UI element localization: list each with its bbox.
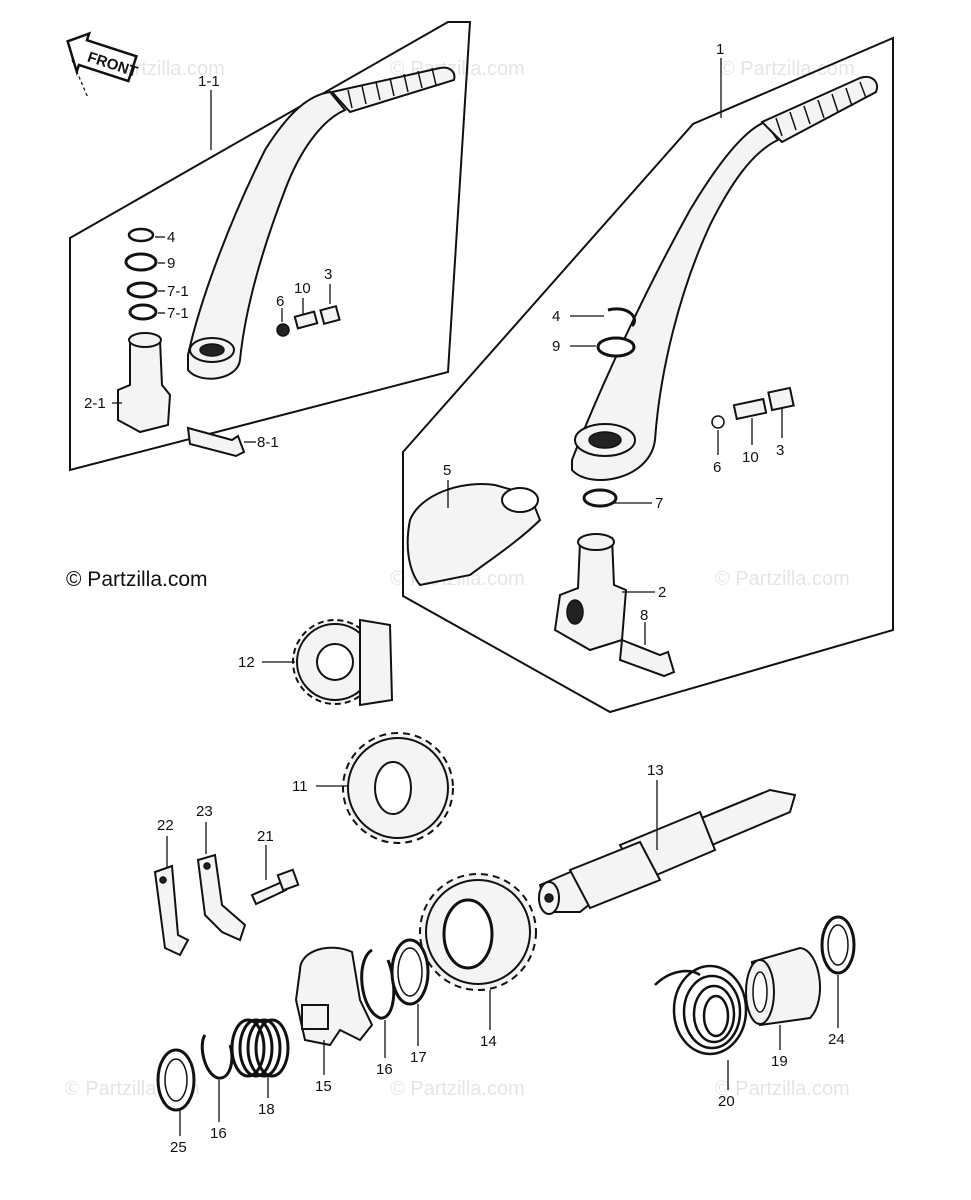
callout-label: 2-1 bbox=[84, 395, 106, 412]
callout-label: 7-1 bbox=[167, 283, 189, 300]
callout-label: 2 bbox=[658, 584, 666, 601]
callout-label: 25 bbox=[170, 1139, 187, 1156]
callout-label: 16 bbox=[210, 1125, 227, 1142]
callout-label: 16 bbox=[376, 1061, 393, 1078]
leader-lines bbox=[112, 58, 839, 1136]
watermark: © Partzilla.com bbox=[715, 568, 850, 590]
callout-label: 6 bbox=[713, 459, 721, 476]
ratchet-15 bbox=[294, 946, 374, 1047]
washer-25 bbox=[156, 1048, 196, 1112]
spring-20 bbox=[654, 964, 748, 1056]
copyright-text: © Partzilla.com bbox=[66, 568, 208, 591]
callout-label: 3 bbox=[324, 266, 332, 283]
callout-label: 7 bbox=[655, 495, 663, 512]
washer-24 bbox=[820, 915, 856, 975]
callout-label: 5 bbox=[443, 462, 451, 479]
spring-18 bbox=[230, 1018, 290, 1078]
kit-frame-right bbox=[402, 36, 894, 714]
callout-label: 10 bbox=[742, 449, 759, 466]
gear-14 bbox=[419, 873, 537, 991]
callout-label: 4 bbox=[552, 308, 560, 325]
callout-labels: 1-1 4 9 7-1 7-1 2-1 8-1 6 10 3 1 4 9 6 1… bbox=[84, 41, 845, 1156]
left-small-parts bbox=[117, 227, 341, 458]
watermark: © Partzilla.com bbox=[390, 1078, 525, 1100]
callout-label: 6 bbox=[276, 293, 284, 310]
callout-label: 24 bbox=[828, 1031, 845, 1048]
kick-pedal-left bbox=[187, 66, 456, 380]
callout-label: 11 bbox=[292, 778, 308, 795]
right-small-parts bbox=[406, 307, 795, 678]
callout-label: 3 bbox=[776, 442, 784, 459]
callout-label: 1 bbox=[716, 41, 724, 58]
callout-label: 10 bbox=[294, 280, 311, 297]
gear-12 bbox=[292, 618, 394, 707]
callout-label: 23 bbox=[196, 803, 213, 820]
callout-label: 21 bbox=[257, 828, 274, 845]
callout-label: 4 bbox=[167, 229, 175, 246]
callout-label: 22 bbox=[157, 817, 174, 834]
callout-label: 9 bbox=[552, 338, 560, 355]
callout-label: 8-1 bbox=[257, 434, 279, 451]
callout-label: 1-1 bbox=[198, 73, 220, 90]
callout-label: 8 bbox=[640, 607, 648, 624]
callout-label: 17 bbox=[410, 1049, 427, 1066]
callout-label: 14 bbox=[480, 1033, 497, 1050]
collar-19 bbox=[745, 946, 822, 1027]
callout-label: 13 bbox=[647, 762, 664, 779]
callout-label: 20 bbox=[718, 1093, 735, 1110]
kit-frame-left bbox=[69, 21, 472, 472]
front-badge: FRONT bbox=[66, 31, 140, 83]
shaft-13 bbox=[538, 788, 797, 915]
callout-label: 12 bbox=[238, 654, 255, 671]
watermark: © Partzilla.com bbox=[715, 1078, 850, 1100]
callout-label: 7-1 bbox=[167, 305, 189, 322]
kick-pedal-right bbox=[571, 76, 878, 481]
callout-label: 9 bbox=[167, 255, 175, 272]
gear-11 bbox=[342, 732, 454, 844]
watermark: © Partzilla.com bbox=[720, 58, 855, 80]
plates-and-bolt bbox=[153, 853, 300, 957]
callout-label: 19 bbox=[771, 1053, 788, 1070]
callout-label: 15 bbox=[315, 1078, 332, 1095]
callout-label: 18 bbox=[258, 1101, 275, 1118]
